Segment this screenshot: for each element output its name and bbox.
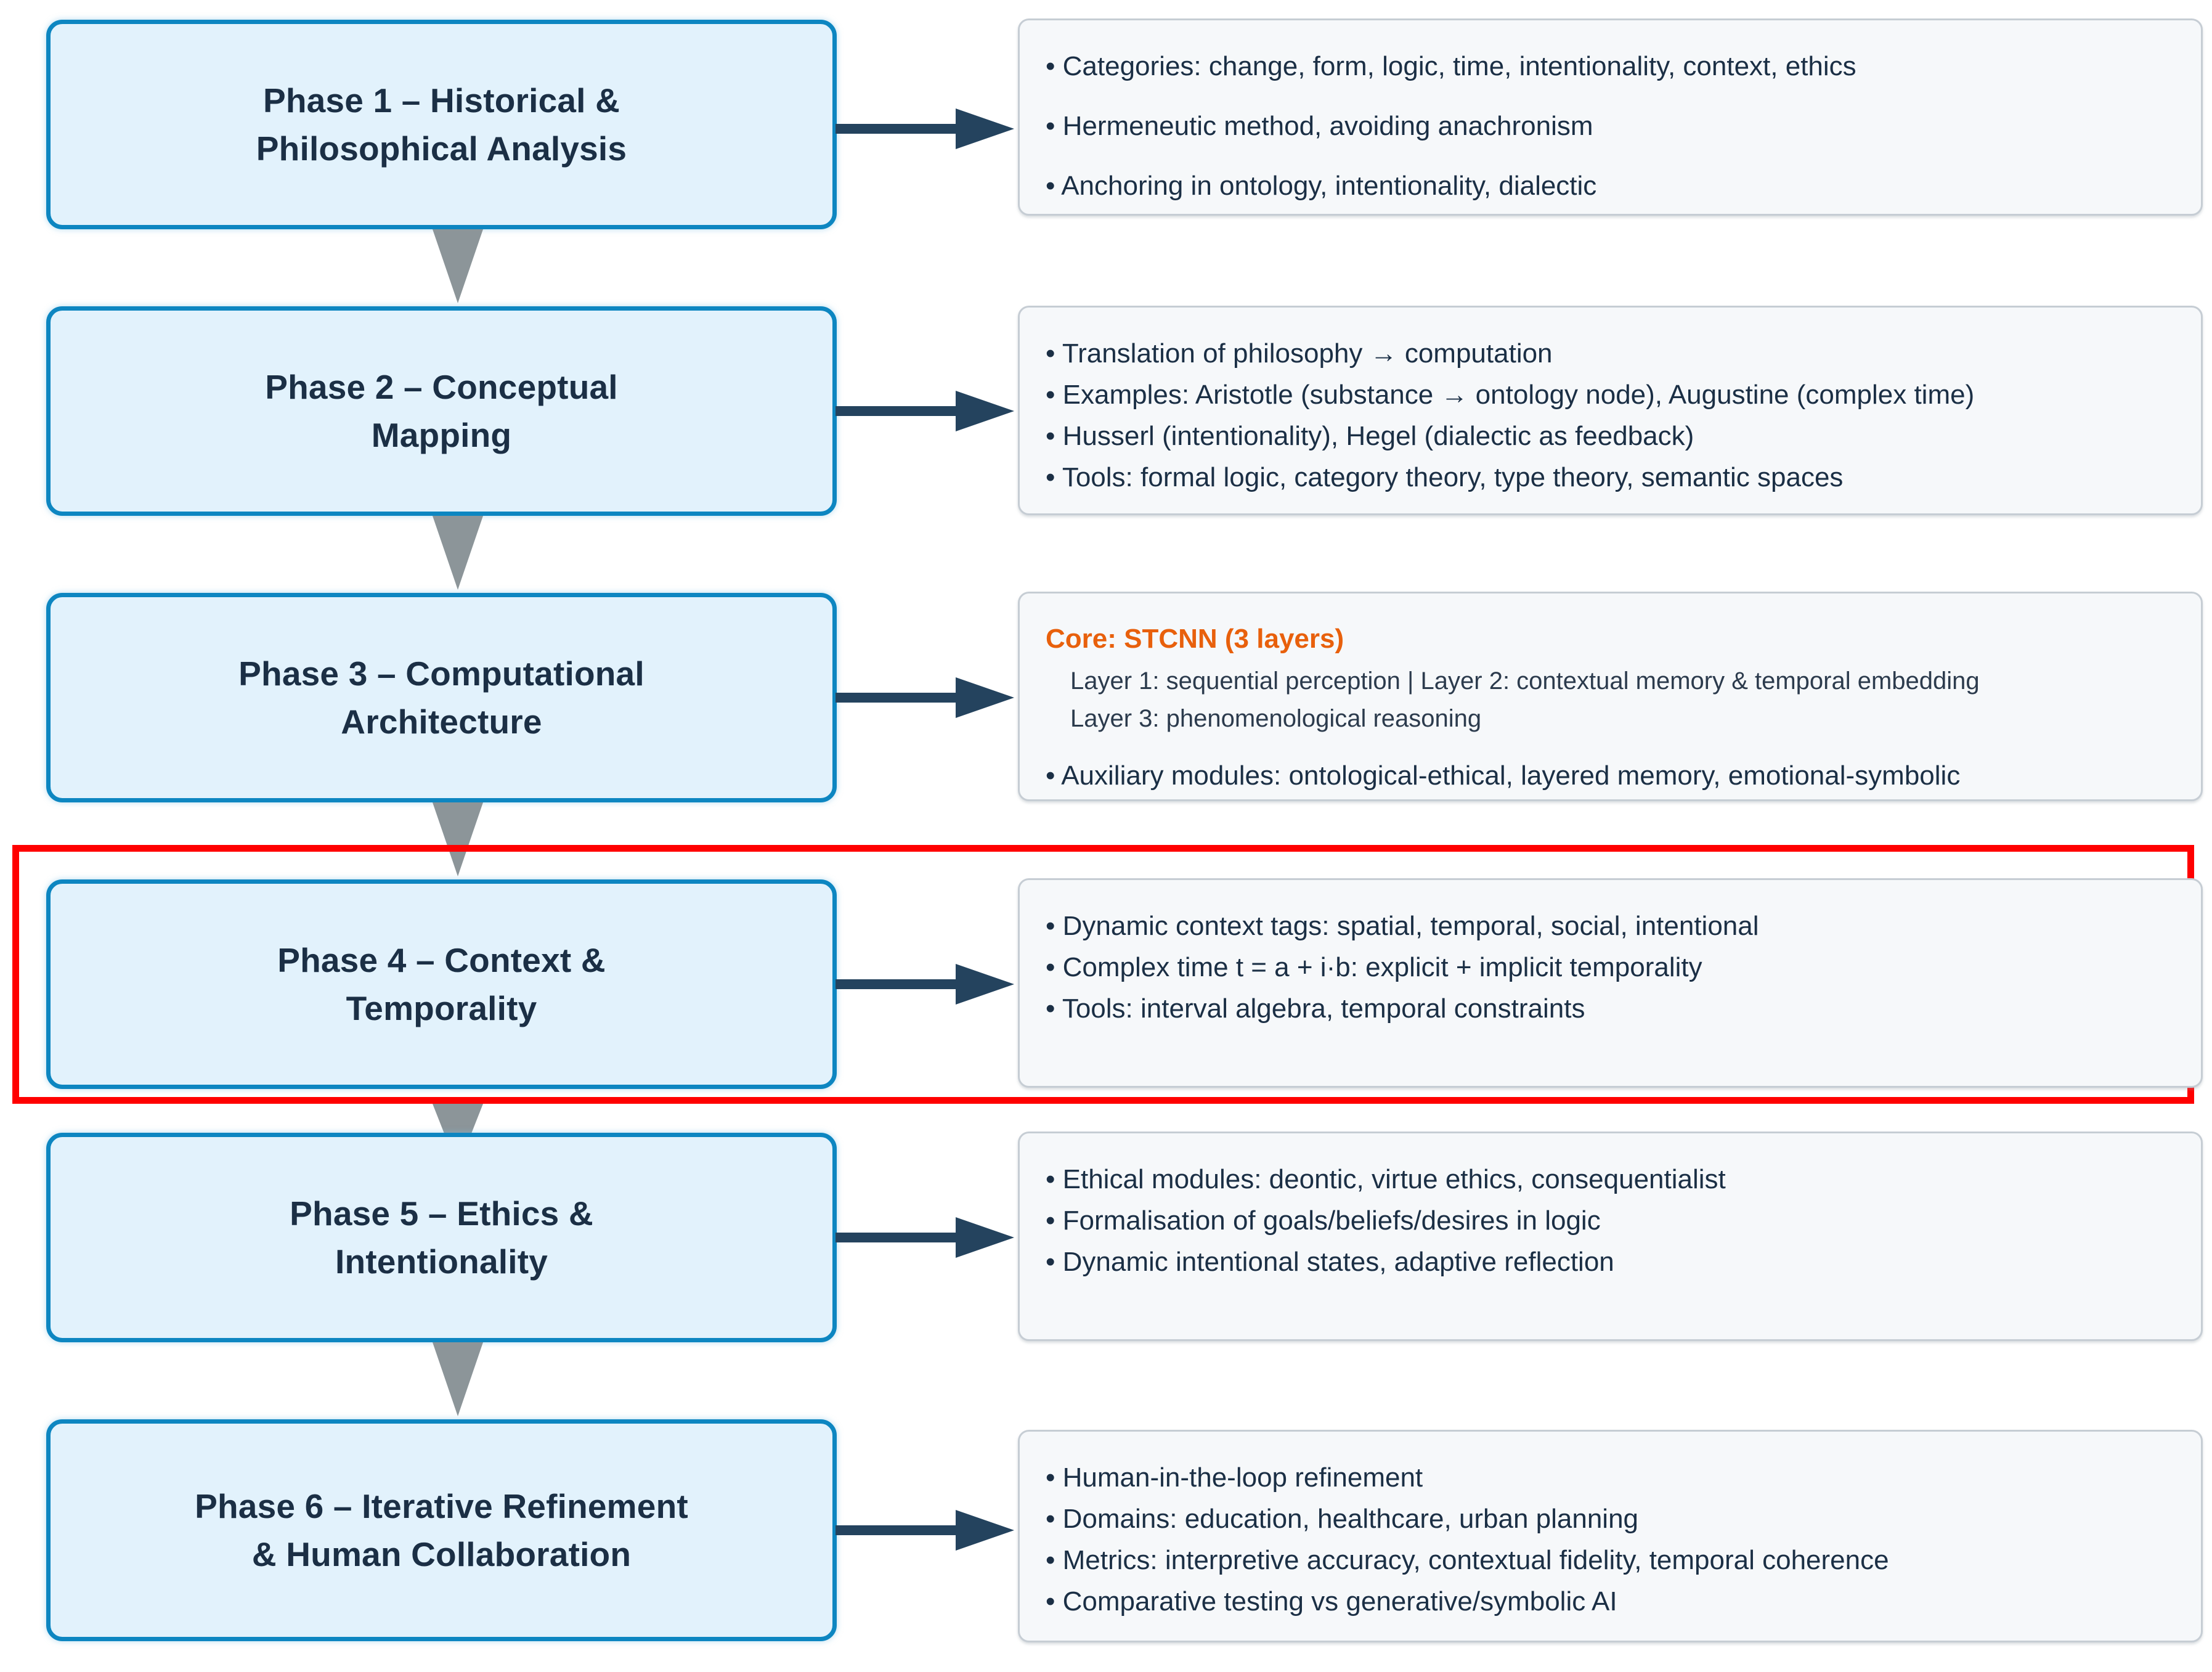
phase-box-6[interactable]: Phase 6 – Iterative Refinement & Human C… <box>46 1419 837 1641</box>
connector-arrow-3-to-4 <box>430 802 486 881</box>
detail-bullet: • Categories: change, form, logic, time,… <box>1046 51 1856 81</box>
phase-label-2: Phase 2 – Conceptual Mapping <box>265 367 618 454</box>
detail-bullet: • Formalisation of goals/beliefs/desires… <box>1046 1205 1601 1236</box>
detail-bullet: • Tools: interval algebra, temporal cons… <box>1046 993 1585 1024</box>
phase-box-1[interactable]: Phase 1 – Historical & Philosophical Ana… <box>46 20 837 229</box>
connector-arrow-1-to-2 <box>430 229 486 308</box>
phase-label-1: Phase 1 – Historical & Philosophical Ana… <box>256 81 627 168</box>
arrow-phase-4-to-details <box>836 956 1020 1012</box>
detail-bullet: • Human-in-the-loop refinement <box>1046 1462 1423 1493</box>
detail-bullet: • Complex time t = a + i·b: explicit + i… <box>1046 952 1702 982</box>
phase-label-3: Phase 3 – Computational Architecture <box>238 654 644 741</box>
phase-box-5[interactable]: Phase 5 – Ethics & Intentionality <box>46 1133 837 1342</box>
detail-bullet: • Dynamic intentional states, adaptive r… <box>1046 1246 1614 1277</box>
detail-bullet: • Auxiliary modules: ontological-ethical… <box>1046 761 1961 791</box>
connector-arrow-5-to-6 <box>430 1342 486 1421</box>
detail-panel-4: • Dynamic context tags: spatial, tempora… <box>1018 878 2203 1088</box>
detail-bullet: • Hermeneutic method, avoiding anachroni… <box>1046 110 1593 141</box>
detail-bullet: • Dynamic context tags: spatial, tempora… <box>1046 911 1759 941</box>
arrow-phase-3-to-details <box>836 670 1020 725</box>
phase-box-2[interactable]: Phase 2 – Conceptual Mapping <box>46 306 837 516</box>
arrow-phase-6-to-details <box>836 1503 1020 1558</box>
detail-bullet: • Translation of philosophy → computatio… <box>1046 338 1553 369</box>
arrow-phase-2-to-details <box>836 383 1020 439</box>
phase-box-4[interactable]: Phase 4 – Context & Temporality <box>46 879 837 1089</box>
detail-bullet: • Metrics: interpretive accuracy, contex… <box>1046 1544 1889 1575</box>
phase-label-5: Phase 5 – Ethics & Intentionality <box>290 1194 593 1281</box>
detail-subitem: Layer 1: sequential perception | Layer 2… <box>1070 667 1980 695</box>
detail-bullet: • Comparative testing vs generative/symb… <box>1046 1586 1617 1617</box>
phase-label-4: Phase 4 – Context & Temporality <box>277 940 606 1027</box>
detail-bullet: • Examples: Aristotle (substance → ontol… <box>1046 379 1975 410</box>
phase-box-3[interactable]: Phase 3 – Computational Architecture <box>46 593 837 802</box>
connector-arrow-2-to-3 <box>430 516 486 595</box>
detail-panel-1: • Categories: change, form, logic, time,… <box>1018 18 2203 216</box>
detail-panel-5: • Ethical modules: deontic, virtue ethic… <box>1018 1132 2203 1341</box>
detail-subitem: Layer 3: phenomenological reasoning <box>1070 704 1482 732</box>
detail-panel-6: • Human-in-the-loop refinement • Domains… <box>1018 1430 2203 1642</box>
phase-label-6: Phase 6 – Iterative Refinement & Human C… <box>195 1486 688 1573</box>
detail-panel-3: Core: STCNN (3 layers) Layer 1: sequenti… <box>1018 592 2203 801</box>
detail-heading-core-stcnn: Core: STCNN (3 layers) <box>1046 624 1344 654</box>
arrow-phase-1-to-details <box>836 101 1020 157</box>
detail-bullet: • Domains: education, healthcare, urban … <box>1046 1503 1639 1534</box>
arrow-phase-5-to-details <box>836 1210 1020 1265</box>
detail-bullet: • Ethical modules: deontic, virtue ethic… <box>1046 1164 1726 1194</box>
detail-bullet: • Tools: formal logic, category theory, … <box>1046 462 1844 492</box>
detail-panel-2: • Translation of philosophy → computatio… <box>1018 306 2203 515</box>
detail-bullet: • Anchoring in ontology, intentionality,… <box>1046 170 1597 201</box>
detail-bullet: • Husserl (intentionality), Hegel (diale… <box>1046 420 1694 451</box>
